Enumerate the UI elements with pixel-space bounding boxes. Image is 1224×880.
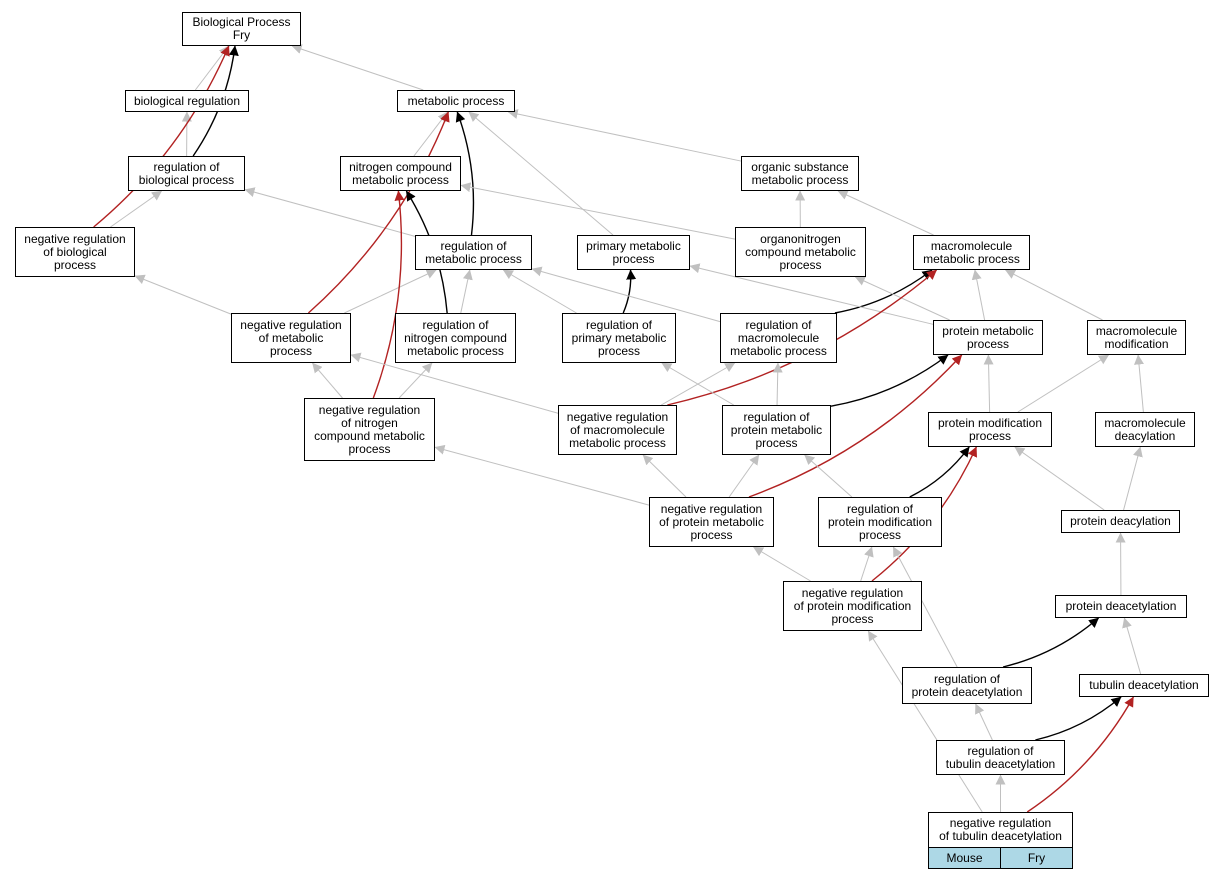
edge-regulates-reg_prot_metab-to-prot_metab — [830, 354, 949, 407]
edge-regulates-reg_prim-to-prim_metab — [622, 269, 637, 314]
edge-is-a-neg_prot_metab-to-neg_macro — [642, 454, 687, 498]
edge-is-a-prot_mod-to-prot_metab — [983, 354, 994, 413]
edge-is-a-macro_deacyl-to-macro_mod — [1134, 354, 1144, 413]
edge-is-a-reg_nitro-to-reg_metab — [460, 269, 473, 314]
node-negative-regulation-of-nitrogen-compound-metabolic-process[interactable]: negative regulation of nitrogen compound… — [304, 398, 435, 461]
edge-is-a-metab-to-bp — [291, 44, 424, 91]
edge-negatively-regulates-neg_metab-to-metab — [307, 111, 450, 314]
edge-is-a-reg_tub_deacet-to-reg_prot_deacet — [975, 703, 993, 741]
edge-regulates-reg_macro-to-macro_metab — [834, 269, 933, 314]
edge-is-a-neg_macro-to-neg_metab — [350, 352, 559, 414]
edge-is-a-neg_tub_deacet-to-neg_prot_mod — [867, 630, 983, 813]
node-biological-regulation[interactable]: biological regulation — [125, 90, 249, 112]
node-macromolecule-modification[interactable]: macromolecule modification — [1087, 320, 1186, 355]
node-negative-regulation-of-protein-modification-process[interactable]: negative regulation of protein modificat… — [783, 581, 922, 631]
node-protein-deacylation[interactable]: protein deacylation — [1061, 510, 1180, 533]
node-negative-regulation-of-tubulin-deacetylation[interactable]: negative regulation of tubulin deacetyla… — [928, 812, 1073, 848]
edge-is-a-reg_prot_metab-to-reg_macro — [772, 362, 783, 406]
node-regulation-of-protein-modification-process[interactable]: regulation of protein modification proce… — [818, 497, 942, 547]
node-protein-modification-process[interactable]: protein modification process — [928, 412, 1052, 447]
edge-is-a-reg_prot_metab-to-reg_prim — [661, 362, 734, 406]
node-regulation-of-metabolic-process[interactable]: regulation of metabolic process — [415, 235, 532, 270]
edge-is-a-reg_prot_mod-to-reg_prot_metab — [804, 454, 853, 498]
edge-is-a-reg_macro-to-reg_metab — [531, 266, 721, 323]
edge-is-a-prot_deacyl-to-macro_deacyl — [1123, 446, 1143, 511]
node-protein-deacetylation[interactable]: protein deacetylation — [1055, 595, 1187, 618]
edge-is-a-organonitro-to-nitro_metab — [460, 182, 736, 240]
node-regulation-of-protein-metabolic-process[interactable]: regulation of protein metabolic process — [722, 405, 831, 455]
node-regulation-of-biological-process[interactable]: regulation of biological process — [128, 156, 245, 191]
node-macromolecule-metabolic-process[interactable]: macromolecule metabolic process — [913, 235, 1030, 270]
edge-is-a-bio_reg-to-bp — [194, 45, 230, 91]
edge-is-a-neg_prot_mod-to-reg_prot_mod — [860, 546, 874, 582]
node-regulation-of-protein-deacetylation[interactable]: regulation of protein deacetylation — [902, 667, 1032, 704]
node-primary-metabolic-process[interactable]: primary metabolic process — [577, 235, 690, 270]
edge-is-a-prim_metab-to-metab — [468, 111, 614, 236]
edge-regulates-reg_prot_mod-to-prot_mod — [909, 446, 970, 498]
edge-negatively-regulates-neg_nitro-to-nitro_metab — [372, 190, 405, 399]
edge-negatively-regulates-neg_prot_metab-to-prot_metab — [748, 354, 963, 498]
edge-regulates-reg_tub_deacet-to-tub_deacet — [1035, 696, 1122, 741]
edge-regulates-reg_metab-to-metab — [455, 111, 475, 236]
edge-negatively-regulates-neg_tub_deacet-to-tub_deacet — [1026, 696, 1135, 813]
edge-is-a-prot_metab-to-prim_metab — [689, 263, 934, 325]
node-nitrogen-compound-metabolic-process[interactable]: nitrogen compound metabolic process — [340, 156, 461, 191]
node-regulation-of-tubulin-deacetylation[interactable]: regulation of tubulin deacetylation — [936, 740, 1065, 775]
edge-is-a-prot_deacyl-to-prot_mod — [1014, 446, 1105, 511]
edge-regulates-reg_prot_deacet-to-prot_deacet — [1002, 617, 1100, 668]
edge-is-a-neg_nitro-to-reg_nitro — [398, 362, 433, 399]
edge-is-a-neg_nitro-to-neg_metab — [312, 362, 343, 399]
edge-is-a-neg_prot_mod-to-neg_prot_metab — [753, 546, 811, 582]
species-cell-mouse[interactable]: Mouse — [928, 847, 1001, 869]
node-organic-substance-metabolic-process[interactable]: organic substance metabolic process — [741, 156, 859, 191]
node-regulation-of-primary-metabolic-process[interactable]: regulation of primary metabolic process — [562, 313, 676, 363]
species-cell-fry[interactable]: Fry — [1000, 847, 1073, 869]
edge-is-a-neg_metab-to-reg_metab — [344, 269, 437, 314]
edge-is-a-prot_mod-to-macro_mod — [1017, 354, 1110, 413]
edge-is-a-prot_metab-to-organonitro — [854, 276, 950, 321]
edge-negatively-regulates-neg_bio-to-bp — [93, 45, 230, 228]
edge-is-a-reg_prot_deacet-to-reg_prot_mod — [892, 546, 958, 668]
node-biological-process-fry[interactable]: Biological Process Fry — [182, 12, 301, 46]
edge-is-a-neg_prot_metab-to-neg_nitro — [434, 444, 650, 506]
node-protein-metabolic-process[interactable]: protein metabolic process — [933, 320, 1043, 355]
node-organonitrogen-compound-metabolic-process[interactable]: organonitrogen compound metabolic proces… — [735, 227, 866, 277]
node-tubulin-deacetylation[interactable]: tubulin deacetylation — [1079, 674, 1209, 697]
node-macromolecule-deacylation[interactable]: macromolecule deacylation — [1095, 412, 1195, 447]
edge-is-a-neg_bio-to-reg_bio — [110, 190, 163, 228]
edge-is-a-neg_metab-to-neg_bio — [134, 274, 232, 315]
edge-is-a-tub_deacet-to-prot_deacet — [1122, 617, 1142, 675]
node-negative-regulation-of-protein-metabolic-process[interactable]: negative regulation of protein metabolic… — [649, 497, 774, 547]
edge-is-a-prot_metab-to-macro_metab — [971, 269, 986, 321]
edge-is-a-nitro_metab-to-metab — [413, 111, 448, 157]
edge-is-a-reg_prim-to-reg_metab — [502, 269, 577, 314]
node-negative-regulation-of-metabolic-process[interactable]: negative regulation of metabolic process — [231, 313, 351, 363]
edge-is-a-reg_metab-to-reg_bio — [244, 187, 416, 237]
edge-is-a-macro_metab-to-org_sub — [837, 190, 934, 236]
node-negative-regulation-of-macromolecule-metabolic-process[interactable]: negative regulation of macromolecule met… — [558, 405, 677, 455]
edge-is-a-neg_prot_metab-to-reg_prot_metab — [728, 454, 760, 498]
node-negative-regulation-of-biological-process[interactable]: negative regulation of biological proces… — [15, 227, 135, 277]
node-regulation-of-nitrogen-compound-metabolic-process[interactable]: regulation of nitrogen compound metaboli… — [395, 313, 516, 363]
node-metabolic-process[interactable]: metabolic process — [397, 90, 515, 112]
edge-is-a-macro_mod-to-macro_metab — [1005, 269, 1103, 321]
edge-is-a-org_sub-to-metab — [507, 109, 742, 162]
node-regulation-of-macromolecule-metabolic-process[interactable]: regulation of macromolecule metabolic pr… — [720, 313, 837, 363]
